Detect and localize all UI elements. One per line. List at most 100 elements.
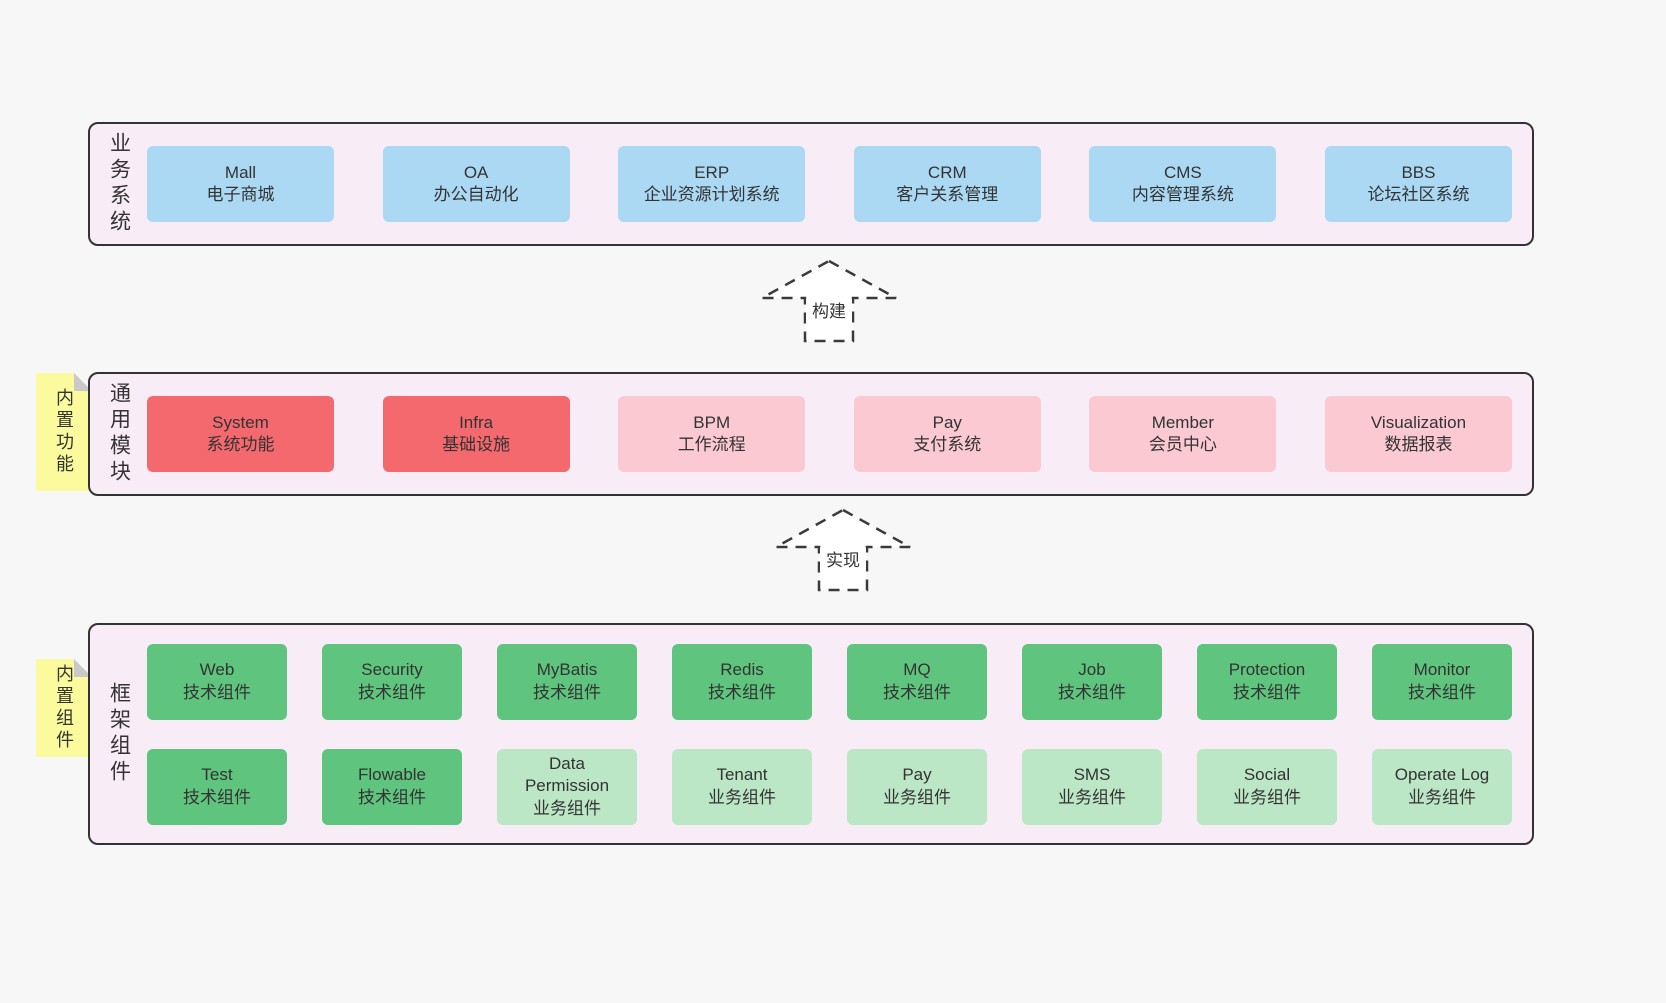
side-label-text: 框架组件 bbox=[107, 682, 131, 786]
box-security: Security 技术组件 bbox=[322, 643, 462, 720]
box-subtitle: 业务组件 bbox=[533, 798, 601, 818]
box-subtitle: 论坛社区系统 bbox=[1367, 185, 1470, 204]
box-subtitle: 技术组件 bbox=[708, 682, 776, 702]
sticky-label-text: 内置功能 bbox=[54, 388, 74, 476]
box-bbs: BBS 论坛社区系统 bbox=[1324, 146, 1512, 222]
box-title: Infra bbox=[459, 412, 494, 432]
arrow-up-icon: 实现 bbox=[775, 508, 911, 592]
common-modules-boxes: System 系统功能 Infra 基础设施 BPM 工作流程 Pay 支付系统… bbox=[147, 374, 1512, 494]
box-title: Pay bbox=[902, 765, 932, 785]
box-cms: CMS 内容管理系统 bbox=[1089, 146, 1277, 222]
box-subtitle: 业务组件 bbox=[1233, 787, 1301, 807]
box-subtitle: 技术组件 bbox=[533, 682, 601, 702]
box-title: MyBatis bbox=[536, 660, 598, 680]
box-subtitle: 电子商城 bbox=[206, 185, 275, 204]
box-title: CRM bbox=[927, 162, 967, 182]
box-title: Test bbox=[201, 765, 233, 785]
box-subtitle: 办公自动化 bbox=[433, 185, 519, 204]
box-title: MQ bbox=[903, 660, 931, 680]
box-title: Protection bbox=[1228, 660, 1306, 680]
box-erp: ERP 企业资源计划系统 bbox=[618, 146, 806, 222]
box-subtitle: 技术组件 bbox=[358, 682, 426, 702]
box-title: Pay bbox=[932, 412, 962, 432]
box-redis: Redis 技术组件 bbox=[672, 643, 812, 720]
box-bpm: BPM 工作流程 bbox=[618, 396, 806, 472]
box-title: Monitor bbox=[1413, 660, 1471, 680]
box-subtitle: 技术组件 bbox=[883, 682, 951, 702]
box-title: CMS bbox=[1163, 162, 1202, 182]
box-subtitle: 基础设施 bbox=[442, 435, 511, 454]
box-tenant: Tenant 业务组件 bbox=[672, 748, 812, 825]
box-title: SMS bbox=[1073, 765, 1111, 785]
box-mq: MQ 技术组件 bbox=[847, 643, 987, 720]
framework-components-side-label: 框架组件 bbox=[90, 625, 147, 843]
framework-components-row-2: Test 技术组件 Flowable 技术组件 Data Permission … bbox=[147, 748, 1512, 825]
box-member: Member 会员中心 bbox=[1089, 396, 1277, 472]
box-title: Job bbox=[1078, 660, 1106, 680]
business-systems-side-label: 业务系统 bbox=[90, 124, 147, 244]
box-subtitle: 业务组件 bbox=[1408, 787, 1476, 807]
common-modules-panel: 内置功能 通用模块 System 系统功能 Infra 基础设施 BPM 工作流… bbox=[36, 372, 1534, 496]
box-subtitle: 技术组件 bbox=[183, 787, 251, 807]
box-title: Data Permission bbox=[524, 753, 610, 796]
box-system: System 系统功能 bbox=[147, 396, 334, 472]
box-subtitle: 客户关系管理 bbox=[896, 185, 999, 204]
box-title: Flowable bbox=[357, 765, 427, 785]
business-systems-panel: 业务系统 Mall 电子商城 OA 办公自动化 ERP 企业资源计划系统 CRM… bbox=[88, 122, 1534, 246]
build-arrow: 构建 bbox=[88, 258, 1534, 344]
common-modules-side-label: 通用模块 bbox=[90, 374, 147, 494]
box-subtitle: 业务组件 bbox=[708, 787, 776, 807]
box-subtitle: 业务组件 bbox=[1058, 787, 1126, 807]
box-title: Security bbox=[361, 660, 423, 680]
box-protection: Protection 技术组件 bbox=[1197, 643, 1337, 720]
arrow-label: 实现 bbox=[826, 551, 860, 570]
side-label-text: 通用模块 bbox=[107, 382, 131, 486]
box-subtitle: 技术组件 bbox=[1233, 682, 1301, 702]
box-title: ERP bbox=[694, 162, 730, 182]
business-systems-boxes: Mall 电子商城 OA 办公自动化 ERP 企业资源计划系统 CRM 客户关系… bbox=[147, 124, 1512, 244]
box-infra: Infra 基础设施 bbox=[382, 396, 570, 472]
box-web: Web 技术组件 bbox=[147, 643, 287, 720]
sticky-label-text: 内置组件 bbox=[54, 664, 74, 752]
box-subtitle: 会员中心 bbox=[1148, 435, 1217, 454]
box-title: Social bbox=[1243, 765, 1291, 785]
box-operate-log: Operate Log 业务组件 bbox=[1372, 748, 1512, 825]
box-subtitle: 支付系统 bbox=[913, 435, 982, 454]
box-pay-biz: Pay 业务组件 bbox=[847, 748, 987, 825]
box-title: Member bbox=[1151, 412, 1215, 432]
arrow-up-icon: 构建 bbox=[761, 259, 897, 343]
box-title: Visualization bbox=[1370, 412, 1467, 432]
box-subtitle: 技术组件 bbox=[1058, 682, 1126, 702]
box-visualization: Visualization 数据报表 bbox=[1324, 396, 1512, 472]
implement-arrow: 实现 bbox=[88, 507, 1534, 593]
box-subtitle: 技术组件 bbox=[183, 682, 251, 702]
box-subtitle: 数据报表 bbox=[1384, 435, 1453, 454]
box-mall: Mall 电子商城 bbox=[147, 146, 334, 222]
framework-components-rows: Web 技术组件 Security 技术组件 MyBatis 技术组件 Redi… bbox=[147, 625, 1512, 843]
box-sms: SMS 业务组件 bbox=[1022, 748, 1162, 825]
box-flowable: Flowable 技术组件 bbox=[322, 748, 462, 825]
box-social: Social 业务组件 bbox=[1197, 748, 1337, 825]
box-title: Mall bbox=[224, 162, 257, 182]
box-data-permission: Data Permission 业务组件 bbox=[497, 748, 637, 825]
box-subtitle: 工作流程 bbox=[677, 435, 746, 454]
box-job: Job 技术组件 bbox=[1022, 643, 1162, 720]
box-subtitle: 业务组件 bbox=[883, 787, 951, 807]
box-monitor: Monitor 技术组件 bbox=[1372, 643, 1512, 720]
box-crm: CRM 客户关系管理 bbox=[853, 146, 1041, 222]
box-subtitle: 技术组件 bbox=[1408, 682, 1476, 702]
framework-components-row-1: Web 技术组件 Security 技术组件 MyBatis 技术组件 Redi… bbox=[147, 643, 1512, 720]
framework-components-panel: 内置组件 框架组件 Web 技术组件 Security 技术组件 MyBatis… bbox=[36, 623, 1534, 845]
box-subtitle: 系统功能 bbox=[206, 435, 275, 454]
box-subtitle: 企业资源计划系统 bbox=[643, 185, 780, 204]
arrow-label: 构建 bbox=[812, 302, 846, 321]
box-title: System bbox=[212, 412, 269, 432]
box-subtitle: 技术组件 bbox=[358, 787, 426, 807]
sticky-note-builtin-components: 内置组件 bbox=[36, 659, 92, 757]
box-pay: Pay 支付系统 bbox=[853, 396, 1041, 472]
box-title: Tenant bbox=[716, 765, 768, 785]
box-mybatis: MyBatis 技术组件 bbox=[497, 643, 637, 720]
side-label-text: 业务系统 bbox=[107, 132, 131, 236]
box-title: OA bbox=[463, 162, 489, 182]
box-title: Redis bbox=[720, 660, 764, 680]
